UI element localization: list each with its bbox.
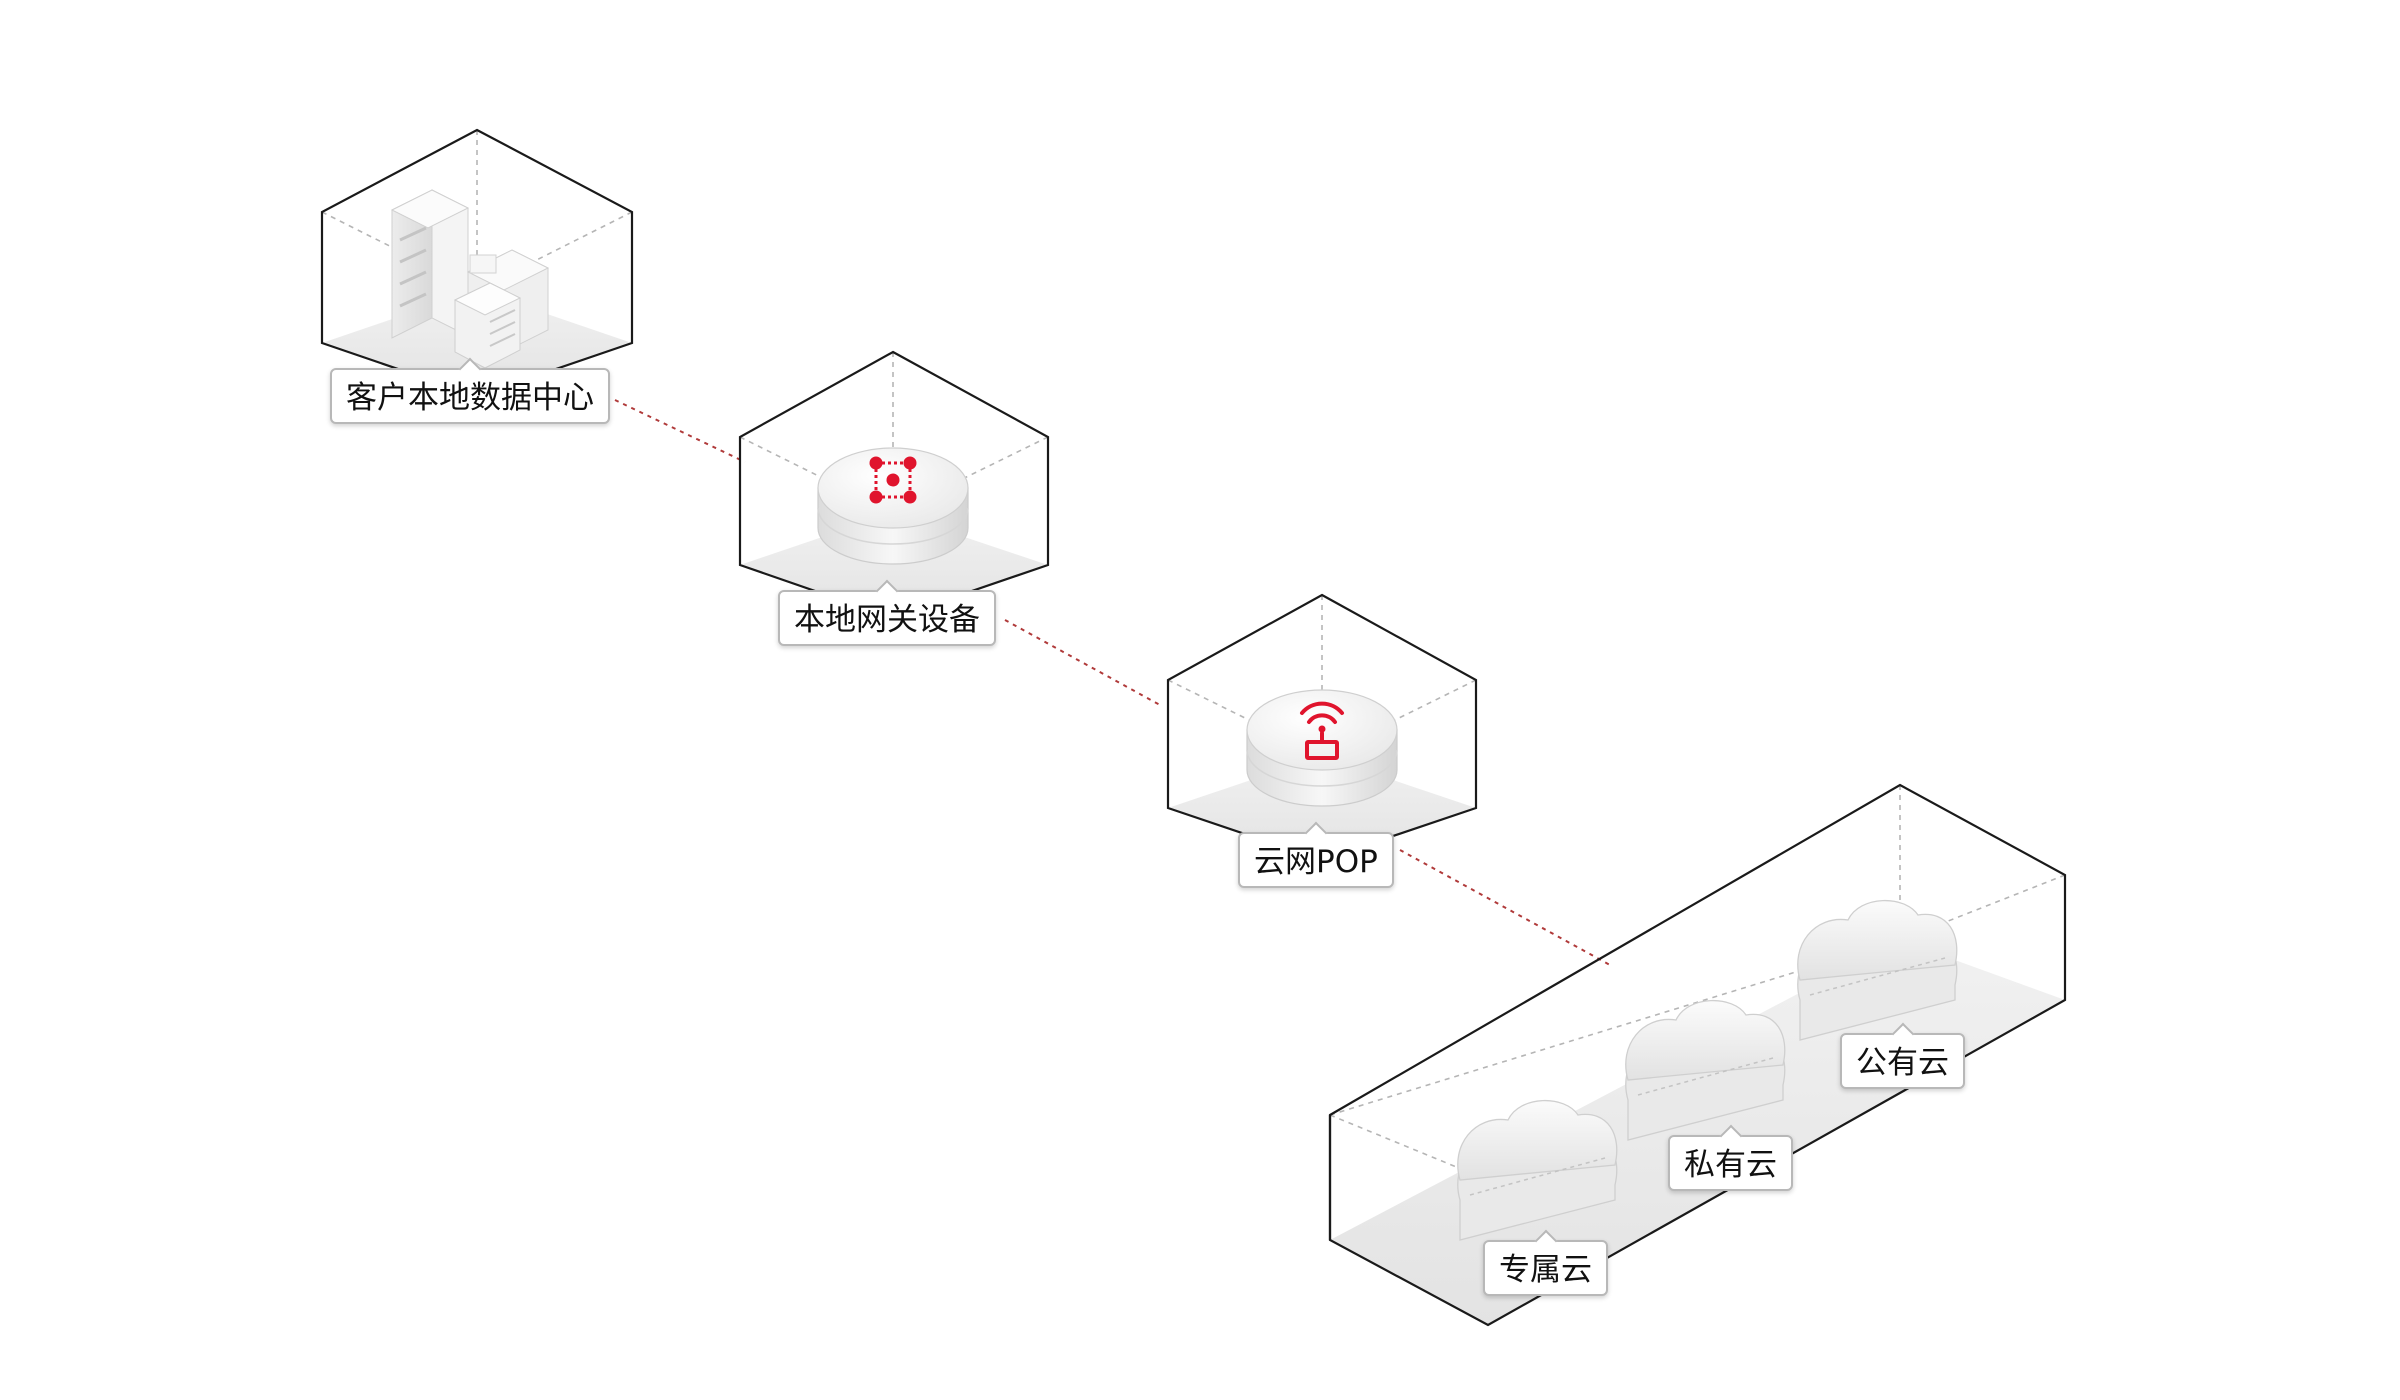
public-cloud-label-text: 公有云 [1856, 1045, 1949, 1081]
gateway-label: 本地网关设备 [778, 590, 996, 646]
wireless-router-icon [1300, 701, 1344, 760]
server-building-icon [390, 189, 550, 369]
cloud-private-shape [1625, 999, 1786, 1141]
gateway-hex [738, 350, 1050, 620]
connectors [614, 399, 1611, 966]
gateway-nodes-icon [869, 456, 917, 504]
connector-pop-clouds [1399, 849, 1611, 966]
private-cloud-label-text: 私有云 [1684, 1147, 1777, 1183]
pop-hex [1166, 593, 1478, 862]
cloud-public-shape [1797, 899, 1958, 1041]
pop-label-text: 云网POP [1254, 844, 1378, 880]
dedicated-cloud-label-text: 专属云 [1499, 1252, 1592, 1288]
pop-disc [1246, 689, 1398, 807]
connector-datacenter-gateway [614, 399, 746, 463]
cloud-dedicated-shape [1457, 1099, 1618, 1241]
pop-label: 云网POP [1238, 832, 1394, 888]
datacenter-label-text: 客户本地数据中心 [346, 380, 594, 416]
dedicated-cloud-label: 专属云 [1483, 1240, 1608, 1296]
datacenter-label: 客户本地数据中心 [330, 368, 610, 424]
public-cloud-label: 公有云 [1840, 1033, 1965, 1089]
datacenter-hex [320, 128, 634, 398]
gateway-label-text: 本地网关设备 [794, 602, 980, 638]
private-cloud-label: 私有云 [1668, 1135, 1793, 1191]
connector-gateway-pop [1004, 619, 1161, 706]
gateway-disc [817, 447, 969, 565]
gateway-floor [740, 513, 1048, 618]
